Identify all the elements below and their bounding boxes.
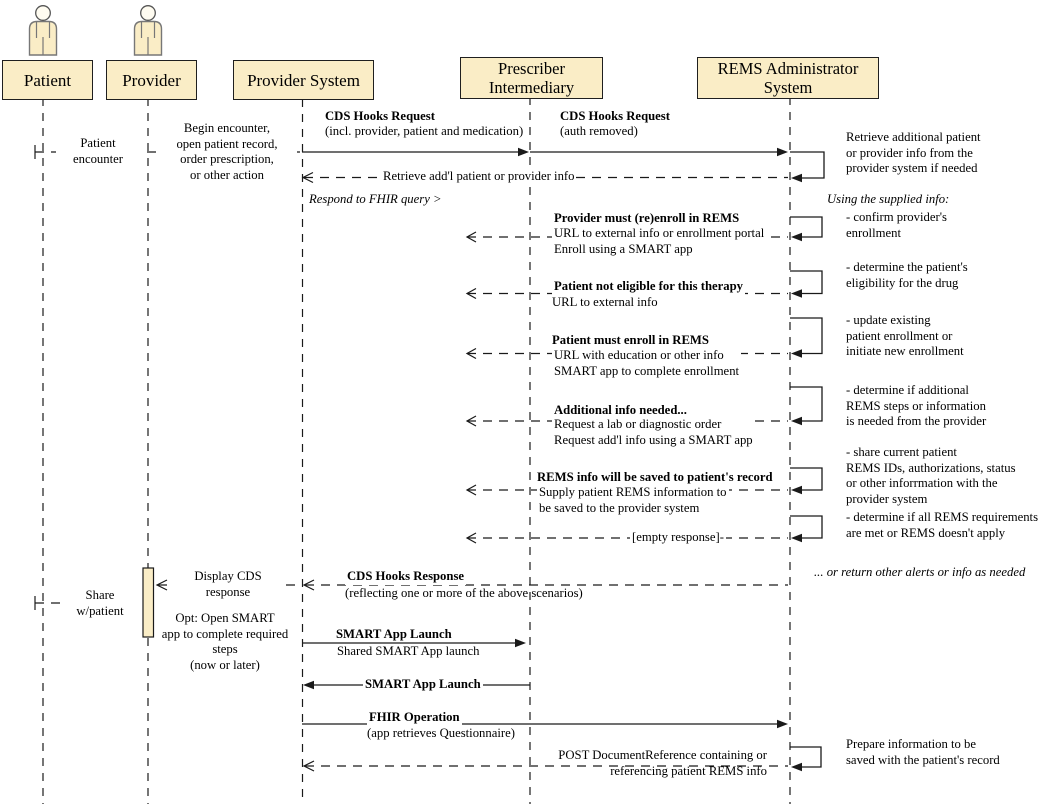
box-prescriber-intermediary-label: Prescriber Intermediary — [488, 59, 575, 97]
label-scenario-1-desc: URL to external info or enrollment porta… — [552, 226, 767, 258]
label-scenario-4-title: Additional info needed... — [554, 403, 687, 417]
label-scenario-4-desc: Request a lab or diagnostic order Reques… — [552, 417, 755, 449]
label-scenario-3-desc: URL with education or other info SMART a… — [552, 348, 742, 380]
label-cds-response-title: CDS Hooks Response — [345, 569, 467, 585]
label-cds-request-2-desc: (auth removed) — [560, 124, 638, 138]
loop-confirm-enrollment — [790, 216, 823, 242]
loop-prepare-info — [790, 746, 822, 772]
lifelines — [42, 97, 791, 804]
arrow-cds-hooks-request-1 — [302, 147, 529, 157]
box-prescriber-intermediary: Prescriber Intermediary — [460, 57, 603, 99]
box-provider-label: Provider — [122, 70, 181, 90]
label-smart-launch-return: SMART App Launch — [363, 677, 483, 693]
activation-bar-provider — [142, 567, 155, 638]
label-smart-launch-title: SMART App Launch — [336, 627, 452, 641]
box-patient: Patient — [2, 60, 93, 100]
label-empty-response: [empty response]- — [630, 530, 726, 546]
box-rems-admin: REMS Administrator System — [697, 57, 879, 99]
label-cds-request-1-title: CDS Hooks Request — [325, 109, 435, 123]
actor-patient-icon — [28, 5, 58, 56]
loop-retrieve-info — [790, 151, 825, 183]
arrow-empty-response — [465, 532, 788, 544]
box-provider-system: Provider System — [233, 60, 374, 100]
label-begin-encounter: Begin encounter, open patient record, or… — [157, 121, 297, 184]
label-retrieve-addl-info: Retrieve add'l patient or provider info — [381, 169, 577, 185]
note-update-enrollment: - update existing patient enrollment or … — [846, 313, 964, 359]
box-provider-system-label: Provider System — [247, 70, 360, 90]
note-requirements-met: - determine if all REMS requirements are… — [846, 510, 1039, 540]
label-fhir-operation-desc: (app retrieves Questionnaire) — [367, 726, 515, 740]
label-scenario-2-title: Patient not eligible for this therapy — [552, 279, 746, 295]
label-scenario-5-desc: Supply patient REMS information to be sa… — [537, 485, 729, 517]
arrow-cds-hooks-response — [302, 579, 788, 591]
label-opt-open-smart: Opt: Open SMART app to complete required… — [161, 611, 289, 672]
label-cds-response-desc: (reflecting one or more of the above sce… — [345, 586, 583, 600]
label-fhir-operation-title: FHIR Operation — [367, 710, 462, 726]
label-scenario-3-title: Patient must enroll in REMS — [552, 333, 709, 347]
arrow-smart-app-launch — [302, 638, 526, 648]
note-other-alerts: ... or return other alerts or info as ne… — [814, 565, 1026, 579]
note-using-supplied-info: Using the supplied info: — [827, 192, 950, 206]
note-retrieve-additional: Retrieve additional patient or provider … — [846, 130, 981, 176]
actor-provider-icon — [133, 5, 163, 56]
label-respond-fhir-query: Respond to FHIR query > — [309, 192, 442, 206]
loop-eligibility — [790, 270, 823, 298]
box-rems-admin-label: REMS Administrator System — [717, 59, 859, 97]
loop-requirements-met — [790, 515, 823, 543]
note-prepare-information: Prepare information to be saved with the… — [846, 737, 1000, 767]
box-provider: Provider — [106, 60, 197, 100]
label-cds-request-2-title: CDS Hooks Request — [560, 109, 670, 123]
label-scenario-5-title: REMS info will be saved to patient's rec… — [535, 470, 775, 486]
label-display-cds-response: Display CDS response — [172, 569, 284, 601]
box-patient-label: Patient — [23, 70, 72, 90]
label-scenario-2-desc: URL to external info — [552, 295, 658, 309]
arrow-cds-hooks-request-2 — [530, 147, 788, 157]
loop-share-info — [790, 467, 823, 495]
note-share-current-patient: - share current patient REMS IDs, author… — [846, 445, 1016, 506]
label-post-docref: POST DocumentReference containing or ref… — [558, 748, 767, 778]
loop-additional-steps — [790, 386, 823, 426]
loop-update-enrollment — [790, 317, 823, 358]
label-share-w-patient: Share w/patient — [60, 588, 140, 620]
label-scenario-1-title: Provider must (re)enroll in REMS — [552, 211, 742, 227]
label-smart-launch-desc: Shared SMART App launch — [337, 644, 480, 658]
label-cds-request-1-desc: (incl. provider, patient and medication) — [325, 124, 524, 138]
arrow-post-docref — [302, 760, 788, 772]
note-confirm-enrollment: - confirm provider's enrollment — [846, 210, 947, 240]
note-determine-eligibility: - determine the patient's eligibility fo… — [846, 260, 968, 290]
note-additional-steps: - determine if additional REMS steps or … — [846, 383, 987, 429]
label-patient-encounter: Patient encounter — [56, 136, 140, 168]
